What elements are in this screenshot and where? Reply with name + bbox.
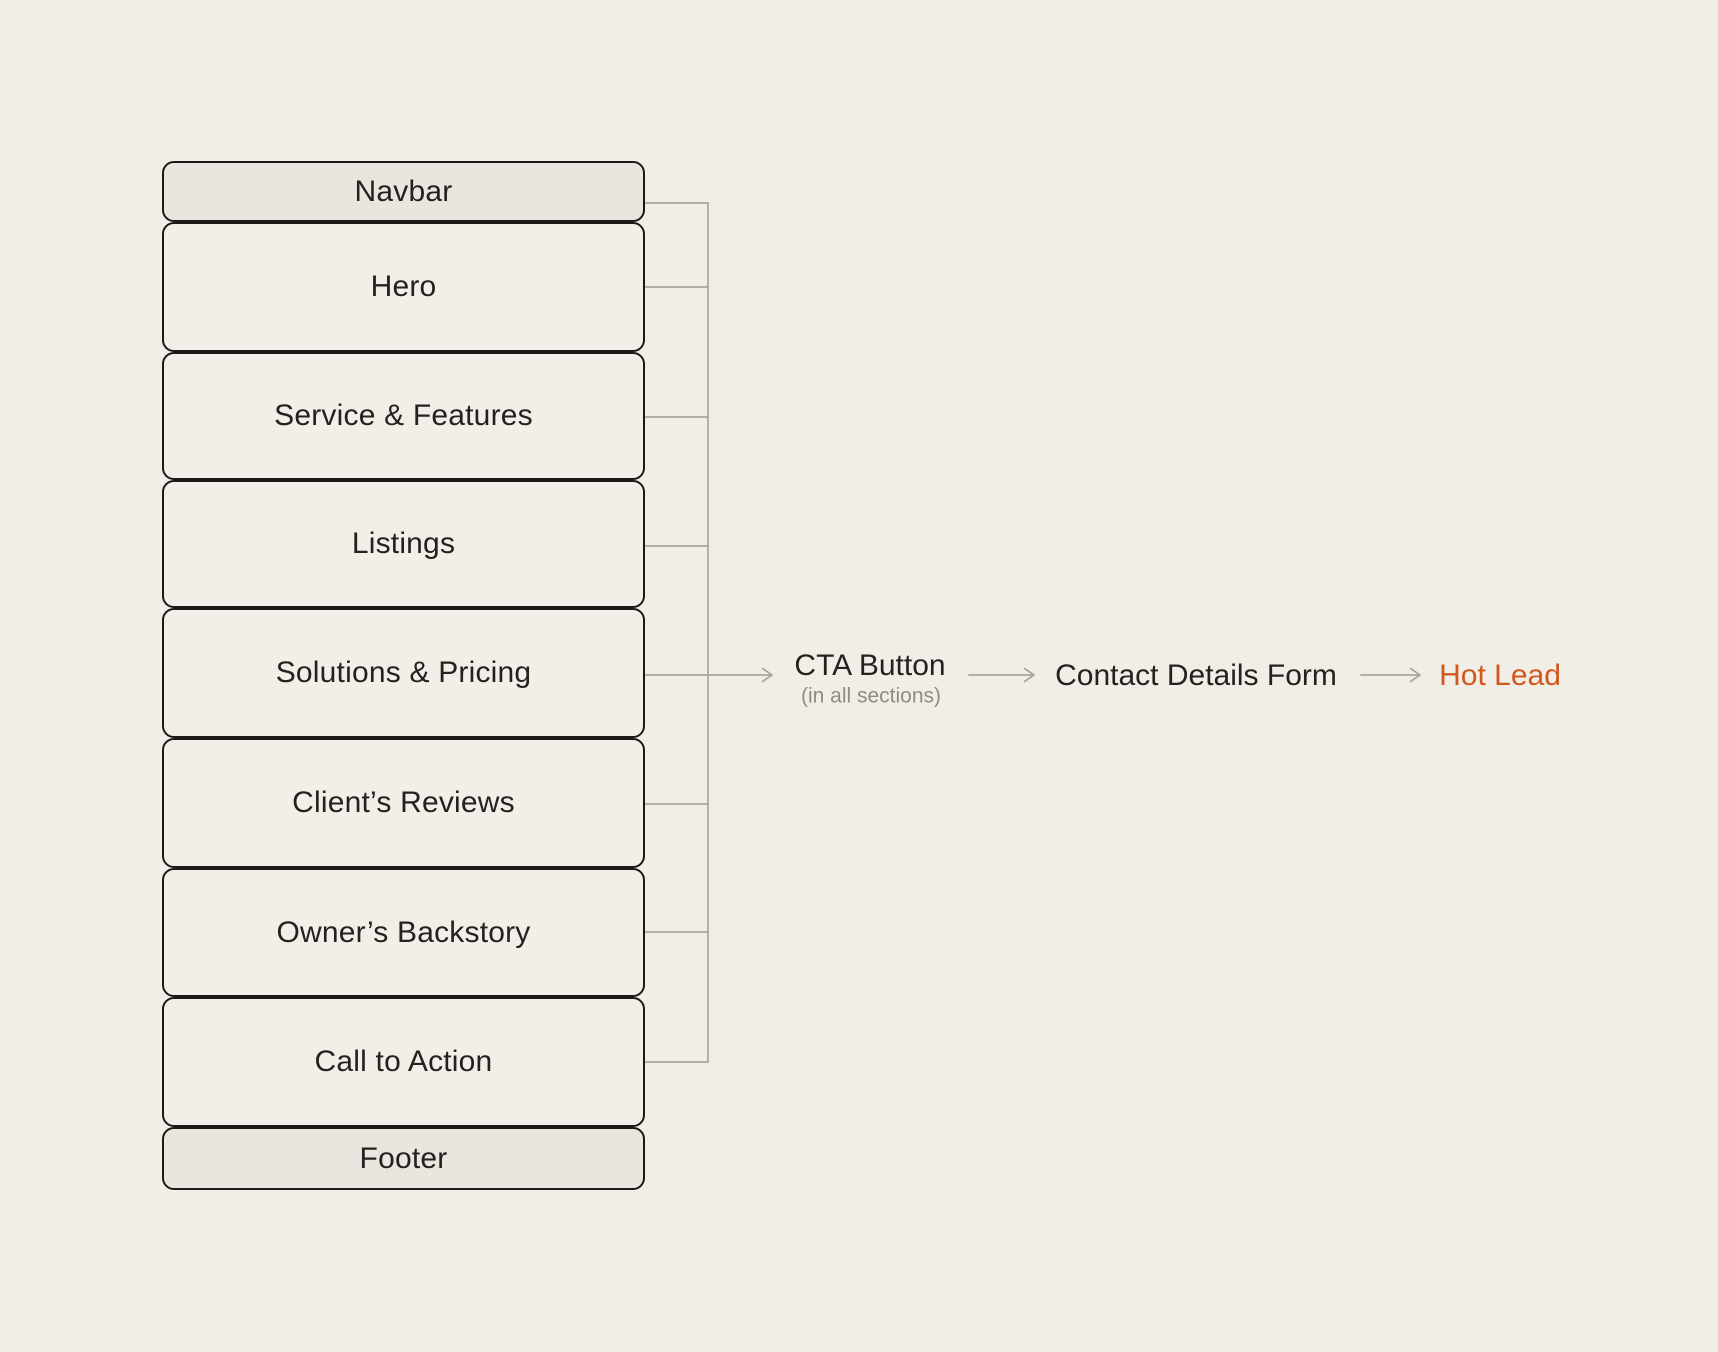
section-label: Navbar [354,174,453,208]
flow-node-cta-button: CTA Button [794,649,946,682]
section-box-service-features: Service & Features [162,352,645,480]
lead-arrow-icon [1360,667,1421,683]
section-box-solutions-pricing: Solutions & Pricing [162,608,645,738]
section-stub-lines [644,202,709,1063]
section-box-footer: Footer [162,1127,645,1190]
section-label: Call to Action [314,1045,493,1078]
flow-node-hot-lead: Hot Lead [1439,659,1561,692]
section-label: Service & Features [274,399,533,432]
flow-node-contact-details-form: Contact Details Form [1055,659,1337,692]
section-label: Solutions & Pricing [275,656,532,689]
section-label: Footer [359,1141,448,1175]
section-box-call-to-action: Call to Action [162,997,645,1127]
section-label: Hero [370,270,437,303]
section-box-hero: Hero [162,222,645,352]
section-box-owner-s-backstory: Owner’s Backstory [162,868,645,997]
section-box-client-s-reviews: Client’s Reviews [162,738,645,868]
section-box-navbar: Navbar [162,161,645,222]
cta-arrow-icon [644,667,773,683]
section-label: Owner’s Backstory [276,915,531,949]
cta-note: (in all sections) [800,684,942,708]
section-box-listings: Listings [162,480,645,608]
section-label: Client’s Reviews [292,786,515,819]
form-arrow-icon [968,667,1035,683]
section-label: Listings [351,527,456,560]
